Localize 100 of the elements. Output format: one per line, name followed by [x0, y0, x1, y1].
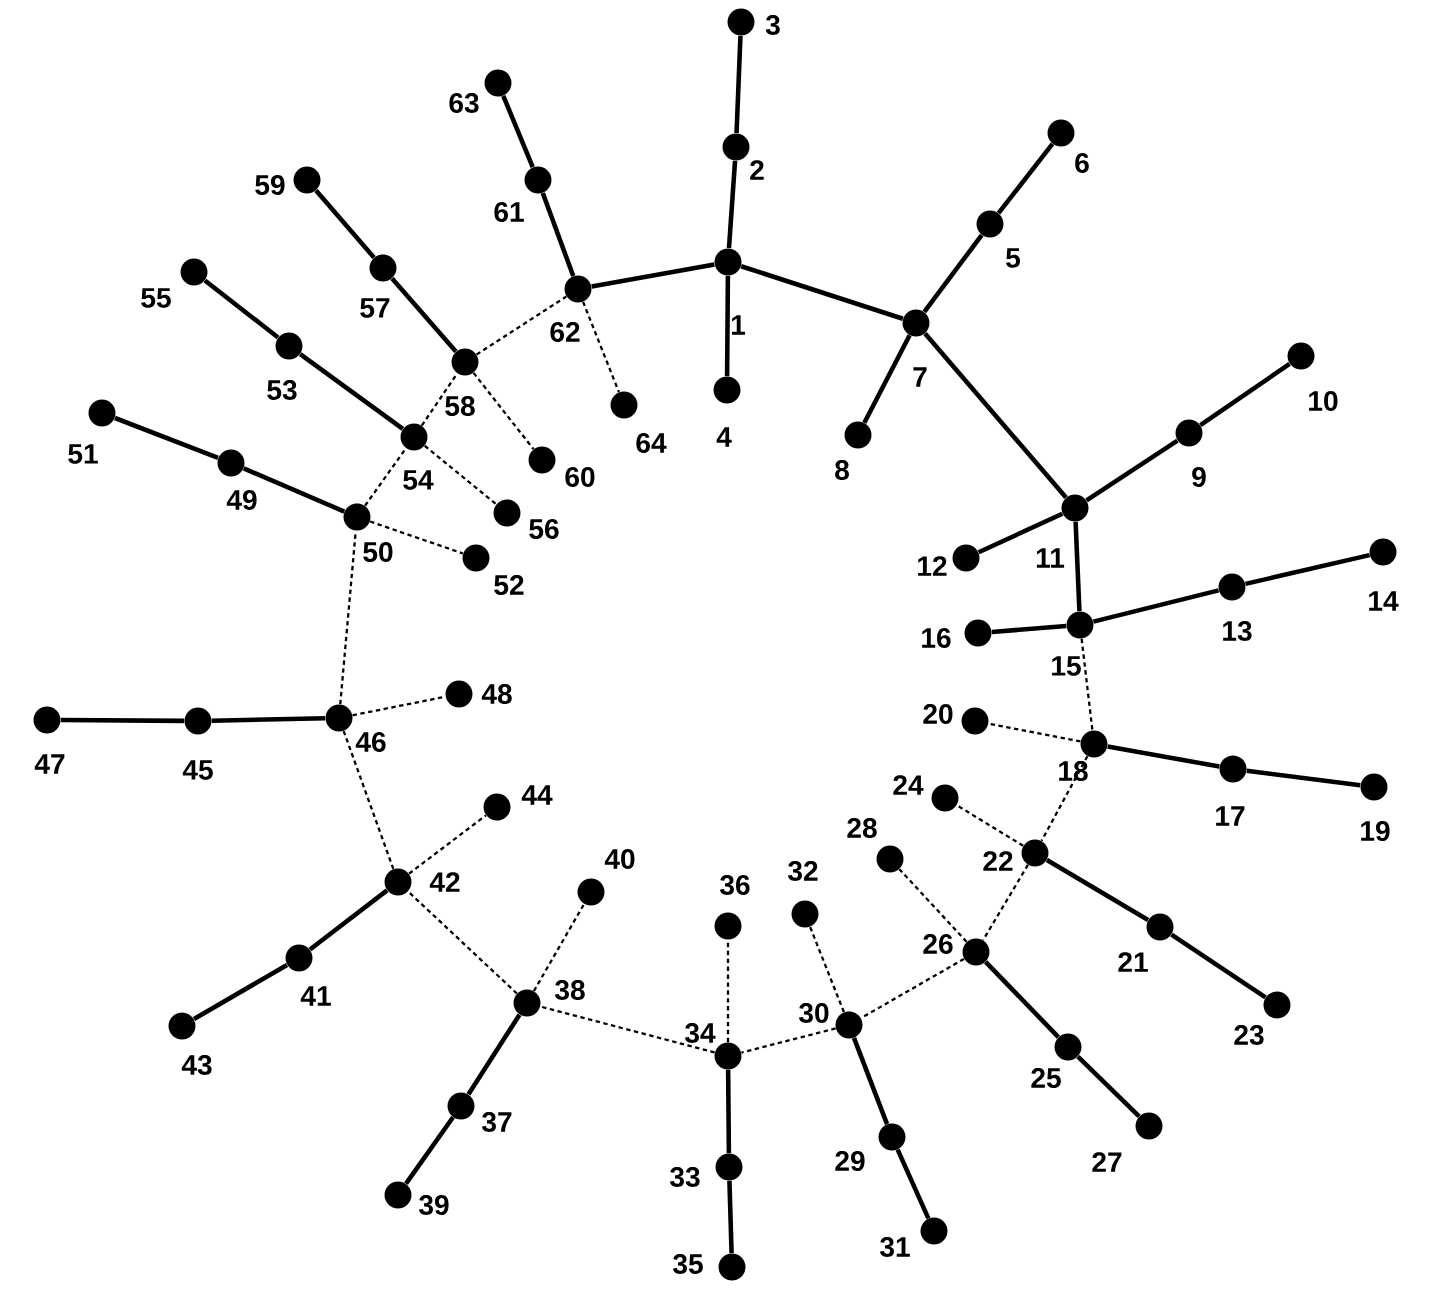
- edge-line: [923, 332, 1068, 499]
- edge-line: [1246, 768, 1361, 788]
- node-number: 34: [685, 1023, 716, 1043]
- edge-line: [726, 160, 738, 249]
- node-number: 52: [494, 575, 524, 595]
- edge-line: [725, 1069, 732, 1154]
- node-number: 62: [550, 322, 580, 342]
- edge-line: [851, 1037, 890, 1125]
- edge-line: [114, 415, 219, 461]
- node-number: 53: [267, 380, 297, 400]
- node-number: 36: [720, 875, 750, 895]
- node-number: 25: [1031, 1068, 1061, 1088]
- node-number: 33: [670, 1167, 700, 1187]
- edge-line: [1045, 858, 1150, 922]
- node-number: 19: [1361, 821, 1390, 841]
- node-number: 60: [565, 467, 595, 487]
- edge-line: [466, 1013, 522, 1096]
- edge-line: [192, 963, 289, 1021]
- node-number: 45: [182, 760, 213, 780]
- node-number: 43: [181, 1055, 212, 1075]
- node-number: 49: [226, 490, 257, 510]
- edge-line: [298, 352, 405, 431]
- node-number: 38: [555, 980, 585, 1000]
- edge-line: [1076, 1055, 1141, 1118]
- edge-line: [922, 233, 984, 314]
- node-number: 39: [419, 1195, 449, 1215]
- edge-line: [591, 262, 715, 289]
- edge-line: [895, 1148, 931, 1220]
- edge-line: [369, 520, 464, 555]
- edge-line: [1073, 521, 1082, 612]
- node-number: 21: [1118, 952, 1148, 972]
- node-number: 29: [835, 1151, 865, 1171]
- node-number: 41: [300, 986, 331, 1006]
- node-number: 2: [750, 160, 764, 180]
- node-number: 54: [403, 470, 434, 490]
- edge-line: [1107, 744, 1220, 769]
- node-number: 37: [482, 1112, 512, 1132]
- edge-line: [982, 864, 1029, 941]
- node-number: 63: [449, 93, 479, 113]
- node-number: 42: [429, 872, 460, 892]
- node-number: 12: [918, 556, 947, 576]
- node-number: 11: [1036, 548, 1065, 568]
- edge-line: [501, 94, 535, 169]
- edge-line: [1245, 552, 1371, 587]
- node-number: 14: [1369, 591, 1399, 611]
- edge-line: [734, 35, 743, 134]
- node-number: 16: [922, 628, 951, 648]
- node-number: 23: [1234, 1025, 1264, 1045]
- edge-line: [203, 278, 280, 340]
- node-number: 8: [835, 460, 849, 480]
- node-number: 4: [716, 427, 732, 447]
- edge-line: [1092, 588, 1220, 624]
- edge-line: [342, 730, 395, 870]
- node-number: 6: [1075, 153, 1089, 173]
- node-number: 51: [68, 444, 98, 464]
- edge-line: [540, 1005, 715, 1054]
- node-number: 10: [1309, 391, 1338, 411]
- node-number: 64: [636, 433, 667, 453]
- node-number: 57: [360, 298, 390, 318]
- edge-line: [740, 264, 904, 321]
- node-number: 48: [481, 684, 512, 704]
- edge-line: [988, 722, 1081, 743]
- edge-line: [809, 926, 845, 1013]
- node-number: 9: [1192, 467, 1206, 487]
- edge-line: [472, 372, 535, 450]
- edge-line: [724, 275, 731, 377]
- node-number: 46: [355, 732, 386, 752]
- node-number: 40: [604, 849, 635, 869]
- node-number: 59: [255, 175, 285, 195]
- edge-line: [898, 868, 968, 943]
- node-number: 28: [847, 818, 877, 838]
- node-number: 15: [1052, 656, 1081, 676]
- edge-line: [314, 188, 376, 259]
- edge-line: [390, 276, 458, 354]
- edge-line: [1080, 638, 1094, 731]
- edge-line: [977, 511, 1064, 555]
- edge-line: [1170, 932, 1267, 1000]
- node-number: 18: [1059, 761, 1088, 781]
- edge-line: [424, 444, 497, 506]
- node-number: 13: [1223, 621, 1252, 641]
- edge-line: [984, 960, 1060, 1039]
- node-number: 35: [673, 1254, 703, 1274]
- edge-line: [862, 334, 912, 424]
- edge-line: [540, 192, 576, 277]
- edge-line: [532, 903, 586, 992]
- edge-line: [407, 890, 518, 995]
- edge-line: [1085, 438, 1179, 503]
- edge-line: [727, 1180, 734, 1254]
- node-number: 32: [788, 861, 818, 881]
- node-number: 61: [494, 202, 524, 222]
- node-number: 50: [363, 542, 393, 562]
- edge-line: [408, 814, 487, 875]
- node-number: 24: [893, 775, 924, 795]
- edge-line: [364, 447, 407, 507]
- node-number: 55: [141, 288, 171, 308]
- node-number: 5: [1006, 248, 1021, 268]
- edge-line: [476, 295, 567, 356]
- node-number: 17: [1216, 806, 1245, 826]
- node-number: 1: [731, 315, 746, 335]
- edge-line: [991, 623, 1067, 635]
